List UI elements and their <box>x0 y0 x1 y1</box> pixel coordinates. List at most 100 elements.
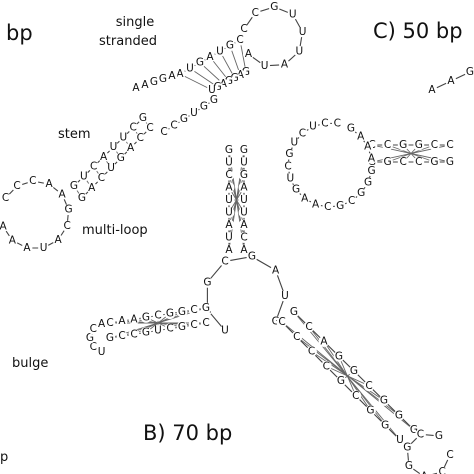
c-stem-nucleotide: G <box>415 139 423 151</box>
loop-label-partial: p <box>0 450 8 465</box>
a-multiloop-nucleotide: C <box>13 180 20 192</box>
c-loop-nucleotide: G <box>336 200 344 212</box>
b-right-stem-nucleotide: C <box>305 321 312 333</box>
b-top-stem-nucleotide: C <box>225 169 232 181</box>
a-multiloop-nucleotide: C <box>29 175 36 187</box>
b-right-stem-nucleotide: G <box>290 306 298 318</box>
b-top-stem-nucleotide: G <box>240 169 248 181</box>
c-loop-nucleotide: C <box>299 127 306 139</box>
a-stem-nucleotide: G <box>78 192 86 204</box>
b-left-stem-nucleotide: G <box>178 321 186 333</box>
a-stem-nucleotide: C <box>98 172 105 184</box>
b-left-stem-nucleotide: C <box>190 319 197 331</box>
b-left-stem-nucleotide: C <box>154 310 161 322</box>
b-right-stem-nucleotide: C <box>308 346 315 358</box>
a-hairpin-stem-nucleotide: A <box>176 68 184 80</box>
c-loop-nucleotide: C <box>284 160 291 172</box>
a-hairpin-loop-nucleotide: C <box>252 7 259 19</box>
b-junction-nucleotide: G <box>272 316 280 328</box>
a-multiloop-nucleotide: C <box>63 220 70 232</box>
a-hairpin-stem-nucleotide: U <box>208 84 216 96</box>
a-connector-nucleotide: C <box>170 120 177 132</box>
b-left-loop-nucleotide: G <box>86 332 94 344</box>
panel-a-label-partial: bp <box>6 21 33 45</box>
a-hairpin-stem-base-pair <box>189 67 218 88</box>
b-left-stem-nucleotide: G <box>106 332 114 344</box>
b-right-stem-nucleotide: G <box>335 350 343 362</box>
b-right-stem-nucleotide: G <box>337 375 345 387</box>
b-right-stem-nucleotide: G <box>381 419 389 431</box>
b-top-stem-nucleotide: U <box>240 194 248 206</box>
b-top-stem-nucleotide: U <box>225 207 233 219</box>
b-right-stem-nucleotide: A <box>320 336 328 348</box>
b-junction-nucleotide: U <box>281 290 289 302</box>
c-loop-nucleotide: C <box>348 195 355 207</box>
a-hairpin-loop-nucleotide: U <box>299 26 307 38</box>
a-stem-nucleotide: C <box>137 132 144 144</box>
c-stem-nucleotide: G <box>384 156 392 168</box>
c-stem-nucleotide: G <box>446 156 454 168</box>
a-stem-nucleotide: U <box>107 162 115 174</box>
c-loop-nucleotide: G <box>292 184 300 196</box>
b-junction-nucleotide: G <box>248 251 256 263</box>
b-left-stem-nucleotide: C <box>202 317 209 329</box>
a-stem-nucleotide: U <box>80 170 88 182</box>
a-hairpin-stem-base-pair <box>239 39 247 73</box>
b-top-stem-nucleotide: A <box>225 182 233 194</box>
a-hairpin-stem-nucleotide: U <box>216 45 224 57</box>
single-stranded-label-line1: single <box>116 15 155 30</box>
a-multiloop-nucleotide: G <box>65 204 73 216</box>
a-hairpin-stem-nucleotide: G <box>196 57 204 69</box>
a-hairpin-stem-nucleotide: G <box>225 75 233 87</box>
a-stem-nucleotide: C <box>90 161 97 173</box>
b-right-stem-nucleotide: U <box>396 434 404 446</box>
b-top-stem-nucleotide: G <box>225 144 233 156</box>
b-right-stem-nucleotide: G <box>366 405 374 417</box>
a-hairpin-loop-nucleotide: U <box>261 60 269 72</box>
a-hairpin-loop-nucleotide: U <box>289 8 297 20</box>
b-right-stem-base-pair <box>293 311 401 441</box>
c-loop-nucleotide: A <box>364 141 372 153</box>
b-top-stem-nucleotide: U <box>225 157 233 169</box>
a-stem-nucleotide: A <box>100 151 108 163</box>
b-top-stem-nucleotide: G <box>240 144 248 156</box>
a-multiloop-nucleotide: C <box>2 192 9 204</box>
b-top-stem-nucleotide: A <box>225 244 233 256</box>
a-hairpin-stem-nucleotide: A <box>220 78 228 90</box>
b-top-stem-nucleotide: A <box>240 219 248 231</box>
a-single-stranded-nucleotide: G <box>159 73 167 85</box>
b-left-loop-nucleotide: C <box>90 341 97 353</box>
b-right-stem-nucleotide: C <box>352 390 359 402</box>
c-loop-nucleotide: A <box>312 198 320 210</box>
stem-label: stem <box>58 127 91 142</box>
b-top-stem-nucleotide: A <box>240 244 248 256</box>
a-single-stranded-nucleotide: G <box>150 76 158 88</box>
a-hairpin-stem-nucleotide: C <box>236 34 243 46</box>
a-hairpin-loop-nucleotide: G <box>270 1 278 13</box>
b-top-stem-nucleotide: U <box>240 157 248 169</box>
b-top-stem-nucleotide: C <box>240 232 247 244</box>
a-hairpin-stem-nucleotide: G <box>231 72 239 84</box>
b-right-stem-nucleotide: G <box>380 395 388 407</box>
c-stem-nucleotide: C <box>384 139 391 151</box>
c-loop-nucleotide: C <box>334 118 341 130</box>
a-hairpin-loop-nucleotide: A <box>281 59 289 71</box>
b-right-loop-nucleotide: A <box>421 471 429 474</box>
a-hairpin-loop-nucleotide: U <box>295 45 303 57</box>
b-top-stem-nucleotide: U <box>240 207 248 219</box>
c-stem-nucleotide: C <box>415 156 422 168</box>
a-hairpin-stem-nucleotide: G <box>242 66 250 78</box>
b-top-stem-nucleotide: U <box>225 194 233 206</box>
a-multiloop-nucleotide: U <box>40 242 48 254</box>
a-hairpin-stem-nucleotide: A <box>237 69 245 81</box>
c-stem-nucleotide: C <box>446 139 453 151</box>
c-loop-nucleotide: U <box>286 173 294 185</box>
c-loop-nucleotide: G <box>347 123 355 135</box>
a-hairpin-loop-nucleotide: A <box>245 48 253 60</box>
b-left-stem-nucleotide: U <box>154 325 162 337</box>
c-stem-nucleotide: C <box>400 156 407 168</box>
b-right-stem-nucleotide: C <box>365 380 372 392</box>
multi-loop-label: multi-loop <box>82 223 148 238</box>
c-loop-nucleotide: A <box>357 130 365 142</box>
